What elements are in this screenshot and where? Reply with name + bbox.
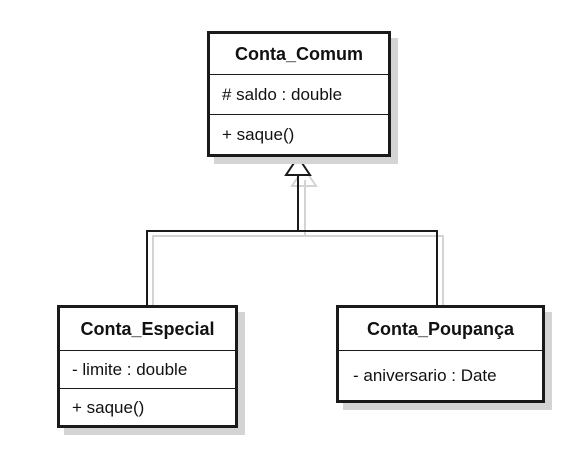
attribute-saldo: # saldo : double: [210, 74, 388, 114]
class-conta-comum[interactable]: Conta_Comum # saldo : double + saque(): [207, 31, 391, 157]
attribute-aniversario: - aniversario : Date: [339, 350, 542, 400]
connector-shadow-poupanca: [305, 235, 444, 305]
class-conta-poupanca[interactable]: Conta_Poupança - aniversario : Date: [336, 305, 545, 403]
generalization-line-poupanca: [298, 230, 438, 305]
generalization-line-especial: [146, 230, 298, 305]
class-name-conta-poupanca: Conta_Poupança: [366, 318, 515, 339]
class-conta-especial[interactable]: Conta_Especial - limite : double + saque…: [57, 305, 238, 428]
connector-shadow-especial: [152, 180, 306, 305]
class-name-conta-comum: Conta_Comum: [234, 43, 363, 64]
generalization-lines: [146, 174, 438, 305]
generalization-arrowhead: [284, 155, 312, 176]
class-name-conta-especial: Conta_Especial: [80, 318, 215, 339]
attribute-limite: - limite : double: [60, 350, 235, 388]
operation-saque-comum: + saque(): [210, 114, 388, 154]
operation-saque-especial: + saque(): [60, 388, 235, 426]
